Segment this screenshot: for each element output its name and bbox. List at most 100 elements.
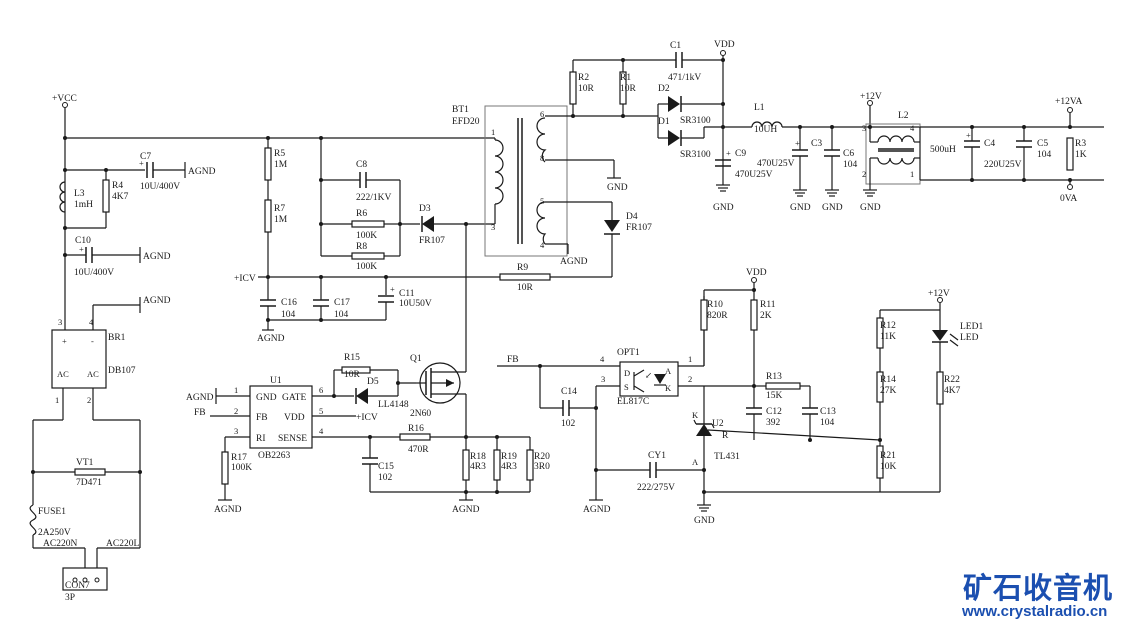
svg-text:5: 5 (319, 406, 323, 416)
svg-text:GND: GND (694, 516, 715, 526)
svg-text:GND: GND (822, 203, 843, 213)
svg-text:C1: C1 (670, 41, 681, 51)
svg-text:R18: R18 (470, 452, 486, 462)
svg-text:SR3100: SR3100 (680, 116, 711, 126)
svg-text:VDD: VDD (284, 413, 305, 423)
svg-text:2A250V: 2A250V (38, 528, 71, 538)
svg-text:AGND: AGND (452, 505, 480, 515)
svg-text:R9: R9 (517, 263, 528, 273)
svg-text:820R: 820R (707, 311, 728, 321)
svg-text:VT1: VT1 (76, 458, 94, 468)
svg-text:AGND: AGND (214, 505, 242, 515)
svg-text:DB107: DB107 (108, 366, 136, 376)
common-mode-choke-l2: L2 500uH 3 2 4 1 GND (860, 111, 956, 213)
fuse-fuse1: FUSE1 2A250V AC220N AC220L (29, 504, 140, 568)
svg-text:10U/400V: 10U/400V (140, 182, 180, 192)
svg-text:104: 104 (843, 160, 858, 170)
svg-text:C14: C14 (561, 387, 577, 397)
svg-text:6: 6 (540, 109, 544, 119)
svg-text:R16: R16 (408, 424, 424, 434)
svg-text:470U25V: 470U25V (735, 170, 773, 180)
svg-text:LL4148: LL4148 (378, 400, 409, 410)
svg-text:104: 104 (334, 310, 349, 320)
svg-text:470U25V: 470U25V (757, 159, 795, 169)
svg-text:D5: D5 (367, 377, 379, 387)
svg-text:R5: R5 (274, 149, 285, 159)
svg-text:11K: 11K (880, 332, 896, 342)
svg-text:R14: R14 (880, 375, 896, 385)
svg-text:4: 4 (540, 240, 545, 250)
svg-text:6: 6 (319, 385, 323, 395)
capacitor-c17: C17 104 (313, 298, 350, 320)
svg-text:R19: R19 (501, 452, 517, 462)
svg-text:3R0: 3R0 (534, 462, 550, 472)
svg-text:C12: C12 (766, 407, 782, 417)
svg-text:470R: 470R (408, 445, 429, 455)
svg-text:1M: 1M (274, 160, 288, 170)
svg-text:C13: C13 (820, 407, 836, 417)
svg-text:Q1: Q1 (410, 354, 422, 364)
svg-text:D4: D4 (626, 212, 638, 222)
svg-text:4R3: 4R3 (470, 462, 486, 472)
svg-text:SR3100: SR3100 (680, 150, 711, 160)
svg-text:1mH: 1mH (74, 200, 93, 210)
svg-text:8: 8 (540, 153, 544, 163)
svg-text:R2: R2 (578, 73, 589, 83)
svg-text:GND: GND (790, 203, 811, 213)
svg-text:AGND: AGND (186, 393, 214, 403)
svg-text:3P: 3P (65, 593, 75, 603)
svg-text:OB2263: OB2263 (258, 451, 290, 461)
svg-text:EL817C: EL817C (617, 397, 649, 407)
svg-text:+12V: +12V (928, 289, 950, 299)
svg-text:+: + (966, 130, 971, 140)
svg-text:7D471: 7D471 (76, 478, 102, 488)
svg-text:1: 1 (234, 385, 238, 395)
svg-text:L2: L2 (898, 111, 909, 121)
svg-text:10R: 10R (620, 84, 637, 94)
svg-text:3: 3 (58, 317, 62, 327)
svg-text:K: K (665, 383, 672, 393)
svg-text:C16: C16 (281, 298, 297, 308)
svg-text:FR107: FR107 (626, 223, 652, 233)
svg-text:R21: R21 (880, 451, 896, 461)
svg-text:LED1: LED1 (960, 322, 983, 332)
watermark-brand: 矿石收音机 (963, 571, 1114, 605)
svg-text:R4: R4 (112, 181, 123, 191)
svg-text:R6: R6 (356, 209, 367, 219)
svg-text:C11: C11 (399, 289, 415, 299)
svg-text:2: 2 (234, 406, 238, 416)
svg-text:C10: C10 (75, 236, 91, 246)
svg-text:+12VA: +12VA (1055, 97, 1082, 107)
svg-text:R22: R22 (944, 375, 960, 385)
svg-text:0VA: 0VA (1060, 194, 1077, 204)
controller-u1: U1 OB2263 GND GATE FB VDD RI SENSE AGND … (186, 376, 400, 515)
svg-text:R8: R8 (356, 242, 367, 252)
svg-text:D1: D1 (658, 117, 670, 127)
svg-text:10U/400V: 10U/400V (74, 268, 114, 278)
svg-text:C9: C9 (735, 149, 746, 159)
svg-text:FB: FB (194, 408, 206, 418)
capacitor-c16: C16 104 (260, 298, 297, 330)
svg-text:100K: 100K (356, 262, 377, 272)
svg-text:3: 3 (862, 123, 866, 133)
svg-text:R: R (722, 431, 729, 441)
diode-d3: D3 FR107 (400, 204, 495, 246)
watermark-url: www.crystalradio.cn (962, 603, 1108, 620)
svg-text:10R: 10R (344, 370, 361, 380)
svg-text:AGND: AGND (560, 257, 588, 267)
svg-text:R10: R10 (707, 300, 723, 310)
svg-text:10R: 10R (578, 84, 595, 94)
mosfet-q1: Q1 2N60 (410, 354, 466, 419)
transformer-bt1: BT1 EFD20 1 3 6 8 5 4 (452, 105, 568, 257)
svg-text:C4: C4 (984, 139, 995, 149)
svg-text:100K: 100K (356, 231, 377, 241)
svg-text:4K7: 4K7 (944, 386, 961, 396)
varistor-vt1: VT1 7D471 (31, 458, 142, 488)
svg-text:1: 1 (55, 395, 59, 405)
svg-text:AGND: AGND (143, 252, 171, 262)
svg-text:1: 1 (688, 354, 692, 364)
svg-text:C7: C7 (140, 152, 151, 162)
svg-text:FB: FB (507, 355, 519, 365)
diode-d4: D4 FR107 (604, 212, 652, 235)
